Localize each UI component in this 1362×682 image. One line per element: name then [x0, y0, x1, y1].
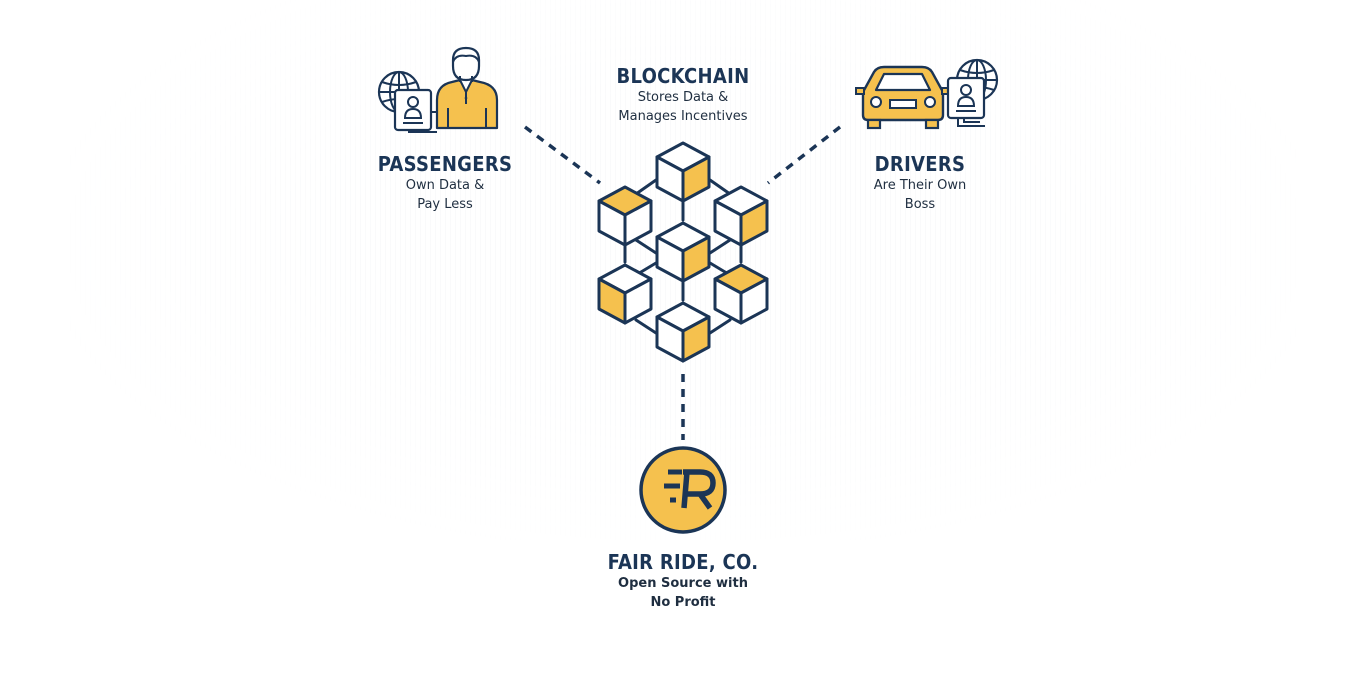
passenger-icon-group	[377, 46, 499, 133]
fair-ride-node: FAIR RIDE, CO. Open Source with No Profi…	[573, 550, 793, 612]
drivers-desc-line-1: Are Their Own	[873, 178, 967, 193]
connector-passengers	[523, 125, 602, 185]
id-card-icon	[946, 76, 986, 120]
fair-ride-desc-line-2: No Profit	[650, 595, 716, 610]
passengers-node: PASSENGERS Own Data & Pay Less	[345, 152, 545, 214]
drivers-node: DRIVERS Are Their Own Boss	[820, 152, 1020, 214]
fair-ride-title: FAIR RIDE, CO.	[607, 550, 759, 574]
driver-icon-group	[855, 58, 999, 130]
blockchain-desc-line-1: Stores Data &	[637, 90, 729, 105]
fair-ride-desc-line-1: Open Source with	[618, 576, 748, 591]
connector-drivers	[766, 125, 842, 185]
blockchain-cubes-icon	[597, 141, 769, 363]
blockchain-title: BLOCKCHAIN	[616, 64, 750, 88]
car-icon	[855, 65, 951, 130]
person-icon	[435, 46, 499, 130]
drivers-title: DRIVERS	[874, 152, 966, 176]
drivers-desc-line-2: Boss	[904, 197, 936, 212]
passengers-desc-line-1: Own Data &	[405, 178, 485, 193]
blockchain-node: BLOCKCHAIN Stores Data & Manages Incenti…	[583, 64, 783, 126]
blockchain-desc-line-2: Manages Incentives	[618, 109, 748, 124]
fair-ride-logo-icon	[639, 446, 727, 534]
id-card-icon	[393, 88, 433, 132]
passengers-title: PASSENGERS	[377, 152, 513, 176]
passengers-desc-line-2: Pay Less	[417, 197, 473, 212]
